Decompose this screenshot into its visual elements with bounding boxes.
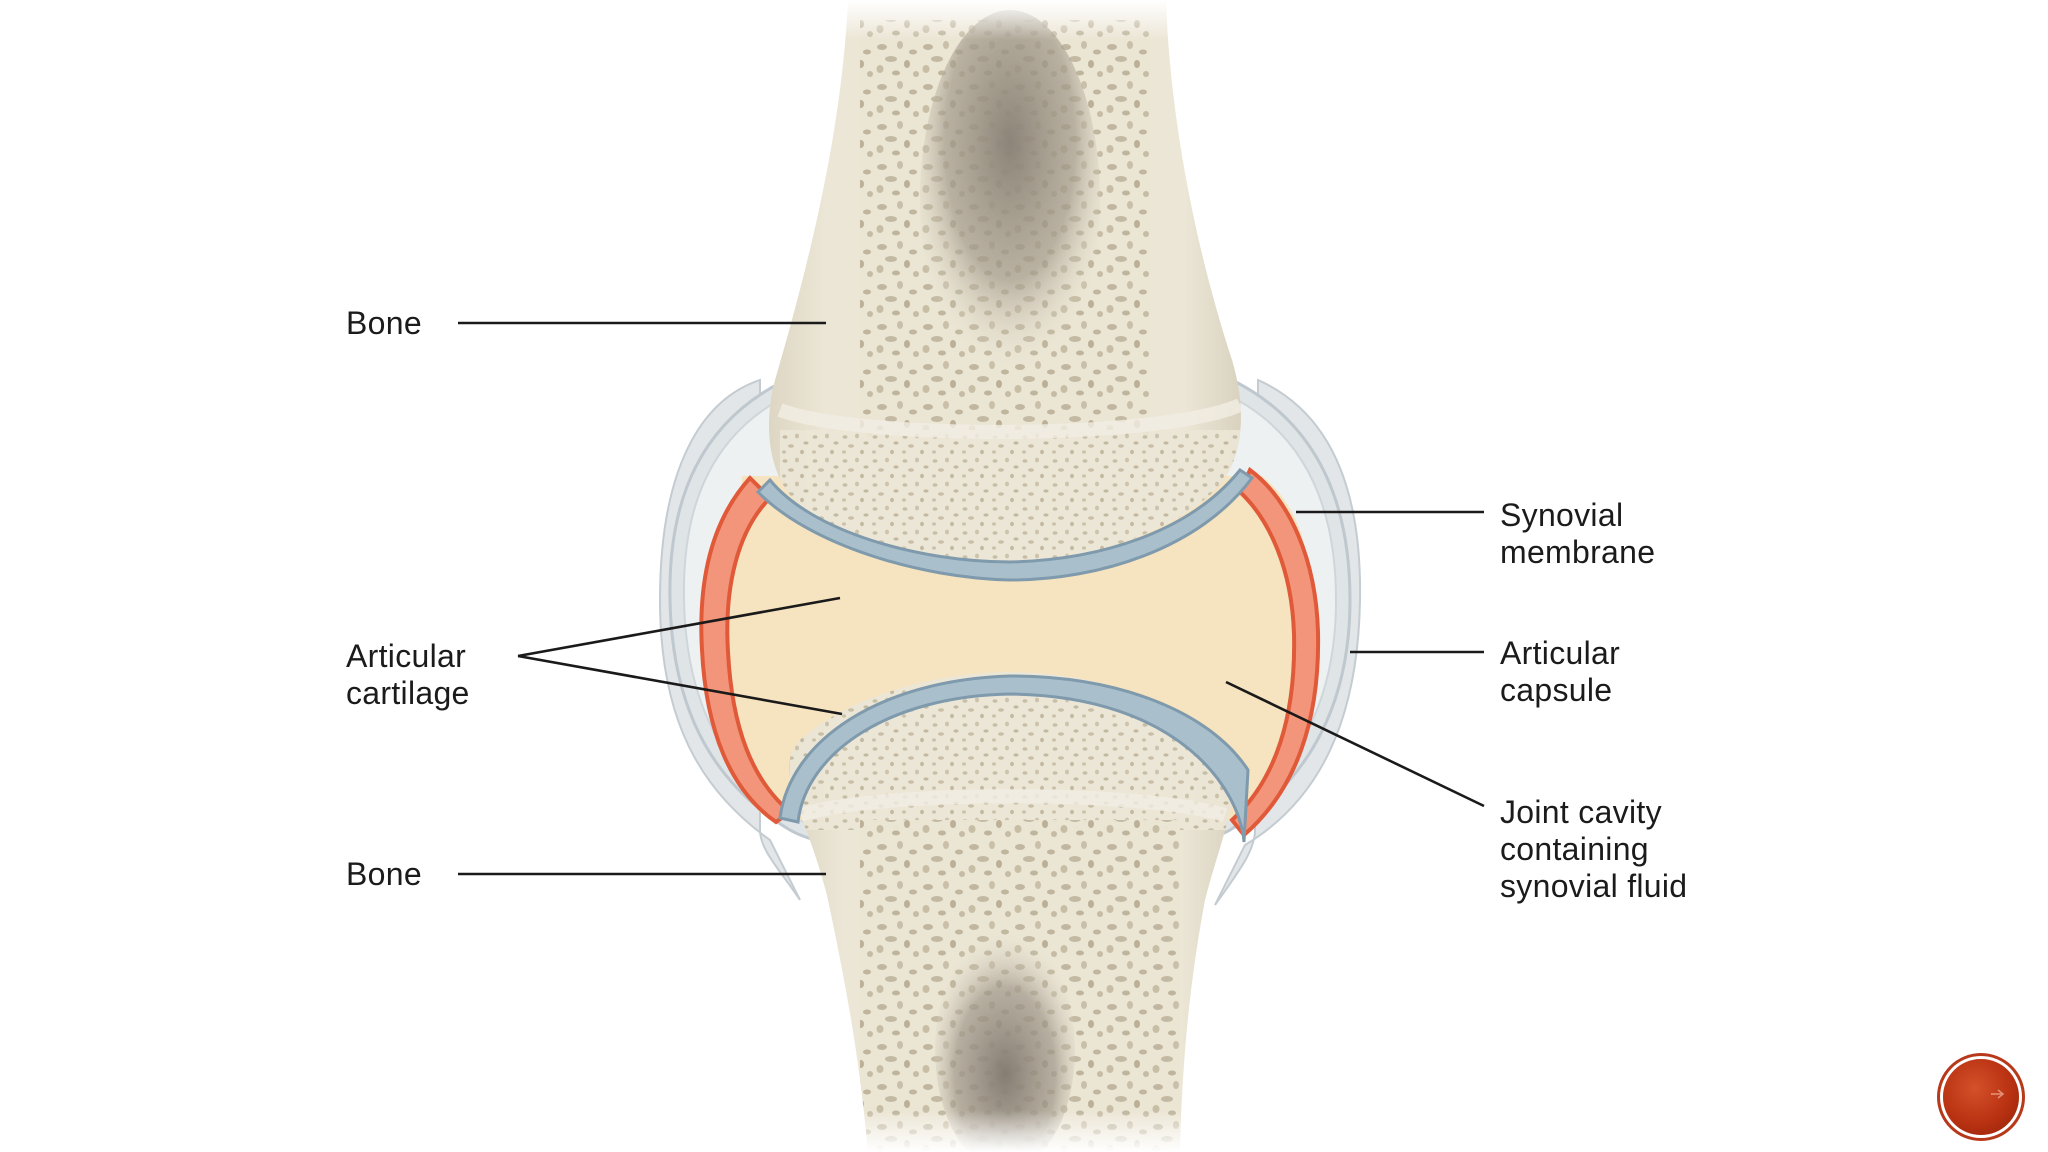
articular-cartilage-bottom — [778, 674, 1250, 843]
label-articular-cartilage-line2: cartilage — [346, 675, 470, 711]
label-articular-capsule-line2: capsule — [1500, 672, 1612, 708]
next-slide-button[interactable] — [1943, 1059, 2019, 1135]
bone-bottom — [778, 672, 1250, 1152]
articular-cartilage-top — [755, 467, 1255, 582]
label-bone-bottom: Bone — [346, 856, 422, 892]
labels: Bone Articular cartilage Bone Synovial m… — [346, 305, 1687, 904]
label-joint-cavity-line1: Joint cavity — [1500, 794, 1662, 830]
label-articular-capsule-line1: Articular — [1500, 635, 1620, 671]
label-bone-top: Bone — [346, 305, 422, 341]
leader-lines — [458, 321, 1485, 876]
arrow-right-icon — [1991, 1089, 2005, 1099]
label-synovial-membrane-line1: Synovial — [1500, 497, 1623, 533]
label-articular-cartilage-line1: Articular — [346, 638, 466, 674]
leader-articular-cartilage-upper — [517, 596, 841, 658]
leader-joint-cavity — [1225, 680, 1485, 808]
label-joint-cavity-line2: containing — [1500, 831, 1649, 867]
leader-articular-cartilage-lower — [517, 654, 843, 716]
label-synovial-membrane-line2: membrane — [1500, 534, 1655, 570]
label-joint-cavity-line3: synovial fluid — [1500, 868, 1687, 904]
bone-top — [755, 0, 1255, 582]
